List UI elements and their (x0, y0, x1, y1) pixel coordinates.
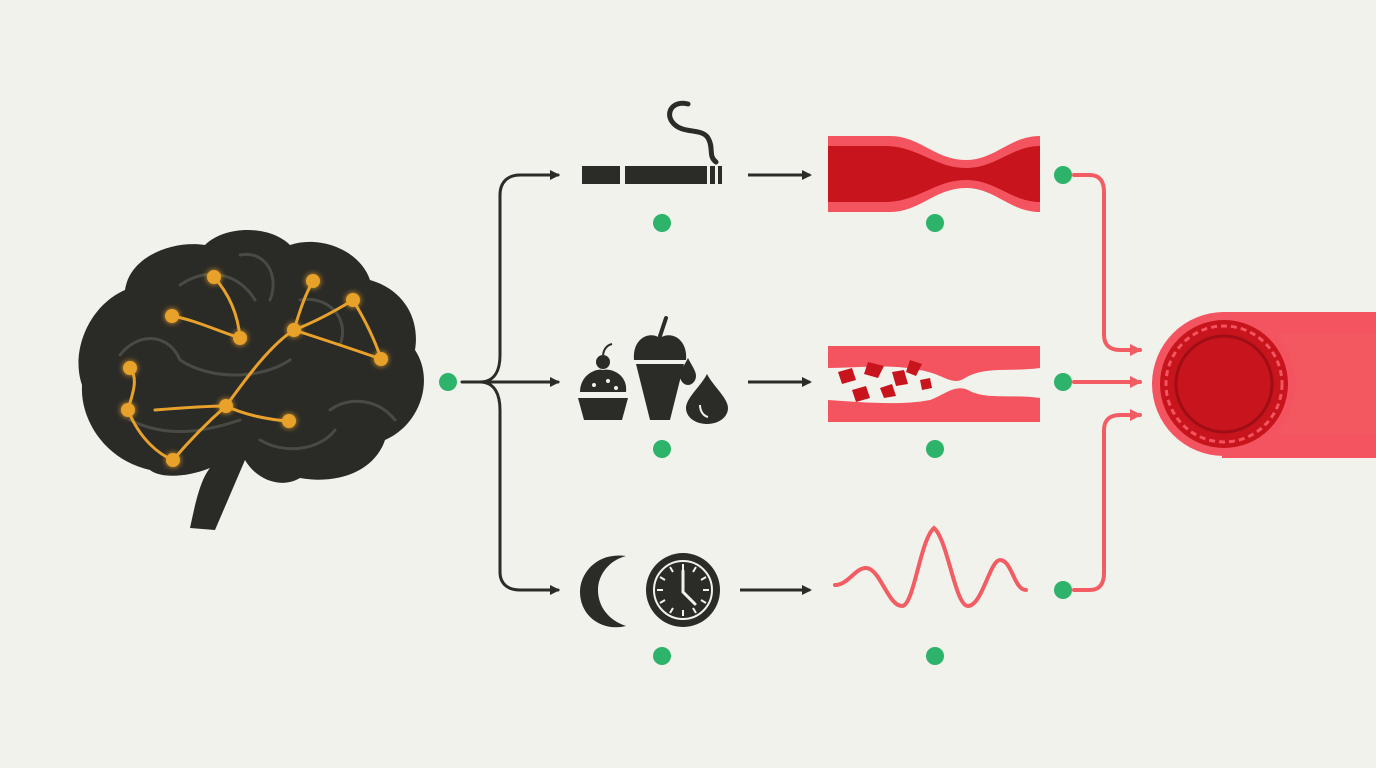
brain-shape (78, 230, 424, 530)
brain-folds (118, 252, 397, 451)
irregular-wave-icon (833, 525, 1028, 609)
branch-connector (460, 170, 560, 595)
source-marker (439, 373, 457, 391)
narrowed-artery-icon (828, 136, 1040, 212)
cigarette-filter (582, 166, 620, 184)
marker-wave (926, 647, 944, 665)
marker-plaque-artery-right (1054, 373, 1072, 391)
sweets-drink-droplets-icon (578, 316, 728, 424)
converging-connectors (1072, 173, 1142, 592)
cupcake-icon (578, 343, 628, 420)
connector-bottom (1072, 409, 1142, 592)
artery-lumen (1174, 334, 1274, 434)
moon-icon (580, 555, 626, 628)
connector-top (1072, 173, 1142, 356)
moon-clock-icon (580, 553, 720, 628)
branch-1-line (478, 170, 560, 384)
marker-wave-right (1054, 581, 1072, 599)
marker-plaque-artery (926, 440, 944, 458)
marker-artery-narrowed (1054, 166, 1072, 184)
droplet-small-icon (680, 358, 696, 385)
marker-moon-clock (653, 647, 671, 665)
brain-with-neural-network-icon (78, 230, 424, 530)
milkshake-icon (633, 316, 687, 420)
droplet-large-icon (686, 374, 728, 424)
cigarette-ash (710, 166, 715, 184)
marker-cigarette (653, 214, 671, 232)
artery-cross-section-icon (1152, 312, 1376, 458)
neural-nodes (121, 270, 388, 467)
plaque-artery-icon (828, 346, 1040, 422)
marker-sweets (653, 440, 671, 458)
smoke-icon (667, 100, 719, 165)
cigarette-body (625, 166, 707, 184)
branch-3-line (478, 380, 560, 595)
clock-icon (646, 553, 720, 627)
cigarette-icon (582, 100, 722, 184)
marker-narrowed-artery (926, 214, 944, 232)
